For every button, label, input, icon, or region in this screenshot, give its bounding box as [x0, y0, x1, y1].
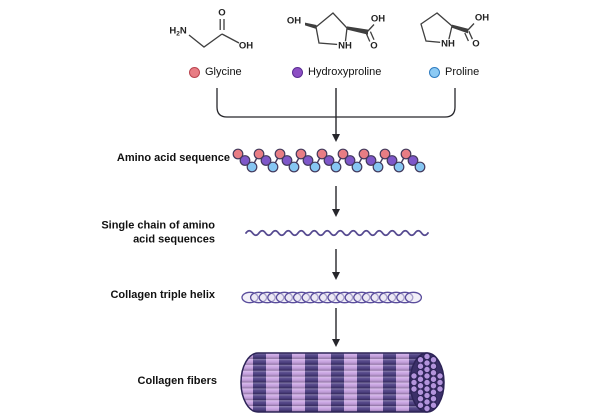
arrow-to-fibers: [332, 308, 340, 347]
glycine-dot-icon: [189, 67, 200, 78]
hydroxyproline-ho-label: OH: [286, 15, 302, 27]
single-chain-wave: [245, 229, 429, 237]
proline-label: Proline: [445, 66, 480, 78]
glycine-label: Glycine: [205, 66, 242, 78]
proline-structure: [420, 12, 475, 44]
legend-hydroxyproline: Hydroxyproline: [292, 67, 381, 78]
glycine-carbonyl-o-label: O: [218, 7, 226, 19]
step-label-triple-helix: Collagen triple helix: [110, 289, 215, 302]
legend-proline: Proline: [429, 67, 479, 78]
legend-glycine: Glycine: [189, 67, 242, 78]
hydroxyproline-nh-label: NH: [337, 40, 353, 52]
fibril-cross-sections: [410, 352, 444, 413]
proline-oh-label: OH: [474, 12, 490, 24]
arrow-to-sequence: [332, 88, 340, 142]
proline-dot-icon: [429, 67, 440, 78]
hydroxyproline-o-label: O: [370, 40, 378, 52]
step-label-single-chain: Single chain of amino acid sequences: [101, 219, 215, 245]
collagen-fiber-cylinder: [240, 352, 445, 413]
glycine-amine-label: H2N: [169, 25, 187, 38]
arrow-to-triple-helix: [332, 249, 340, 280]
amino-acid-bead-chain: [232, 148, 426, 173]
flow-arrows: [332, 88, 340, 347]
hydroxyproline-dot-icon: [292, 67, 303, 78]
glycine-structure: [188, 19, 240, 48]
step-label-amino-acid-sequence: Amino acid sequence: [116, 152, 230, 165]
proline-o-label: O: [472, 38, 480, 50]
step-label-collagen-fibers: Collagen fibers: [137, 375, 217, 388]
proline-nh-label: NH: [440, 38, 456, 50]
collagen-triple-helix-braid: [241, 291, 423, 304]
hydroxyproline-label: Hydroxyproline: [308, 66, 382, 78]
glycine-hydroxyl-label: OH: [238, 40, 254, 52]
arrow-to-single-chain: [332, 186, 340, 217]
hydroxyproline-oh-label: OH: [370, 13, 386, 25]
hydroxyproline-structure: [305, 12, 375, 46]
